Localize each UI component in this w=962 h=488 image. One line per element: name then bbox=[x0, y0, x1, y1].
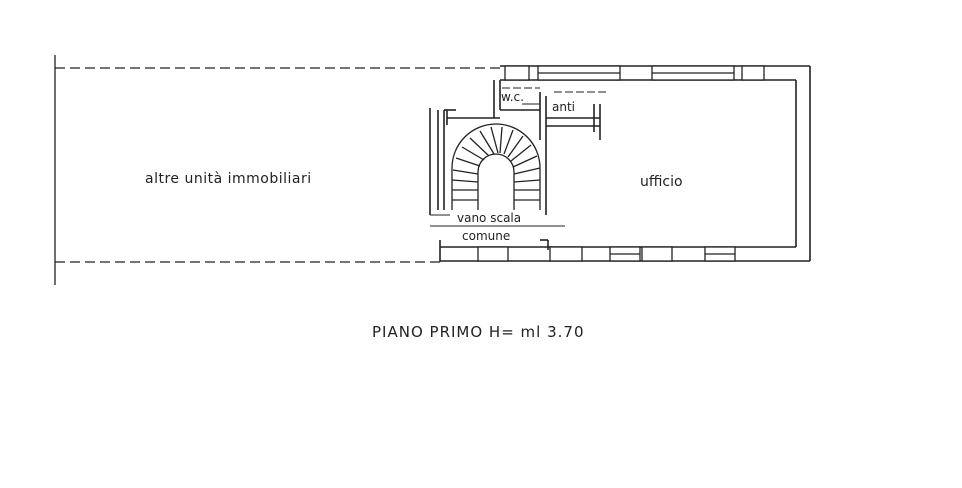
label-antechamber: anti bbox=[552, 100, 575, 114]
internal-walls bbox=[429, 80, 606, 262]
label-stair-line2: comune bbox=[462, 229, 510, 243]
label-other-units: altre unità immobiliari bbox=[145, 171, 312, 187]
label-office: ufficio bbox=[640, 174, 683, 190]
spiral-staircase bbox=[451, 123, 541, 210]
windows-top bbox=[504, 65, 765, 81]
plan-caption: PIANO PRIMO H= ml 3.70 bbox=[372, 323, 585, 341]
adjacent-boundary bbox=[54, 55, 500, 285]
windows-bottom bbox=[477, 246, 736, 262]
label-stair-line1: vano scala bbox=[457, 211, 521, 225]
label-wc: w.c. bbox=[501, 90, 524, 104]
